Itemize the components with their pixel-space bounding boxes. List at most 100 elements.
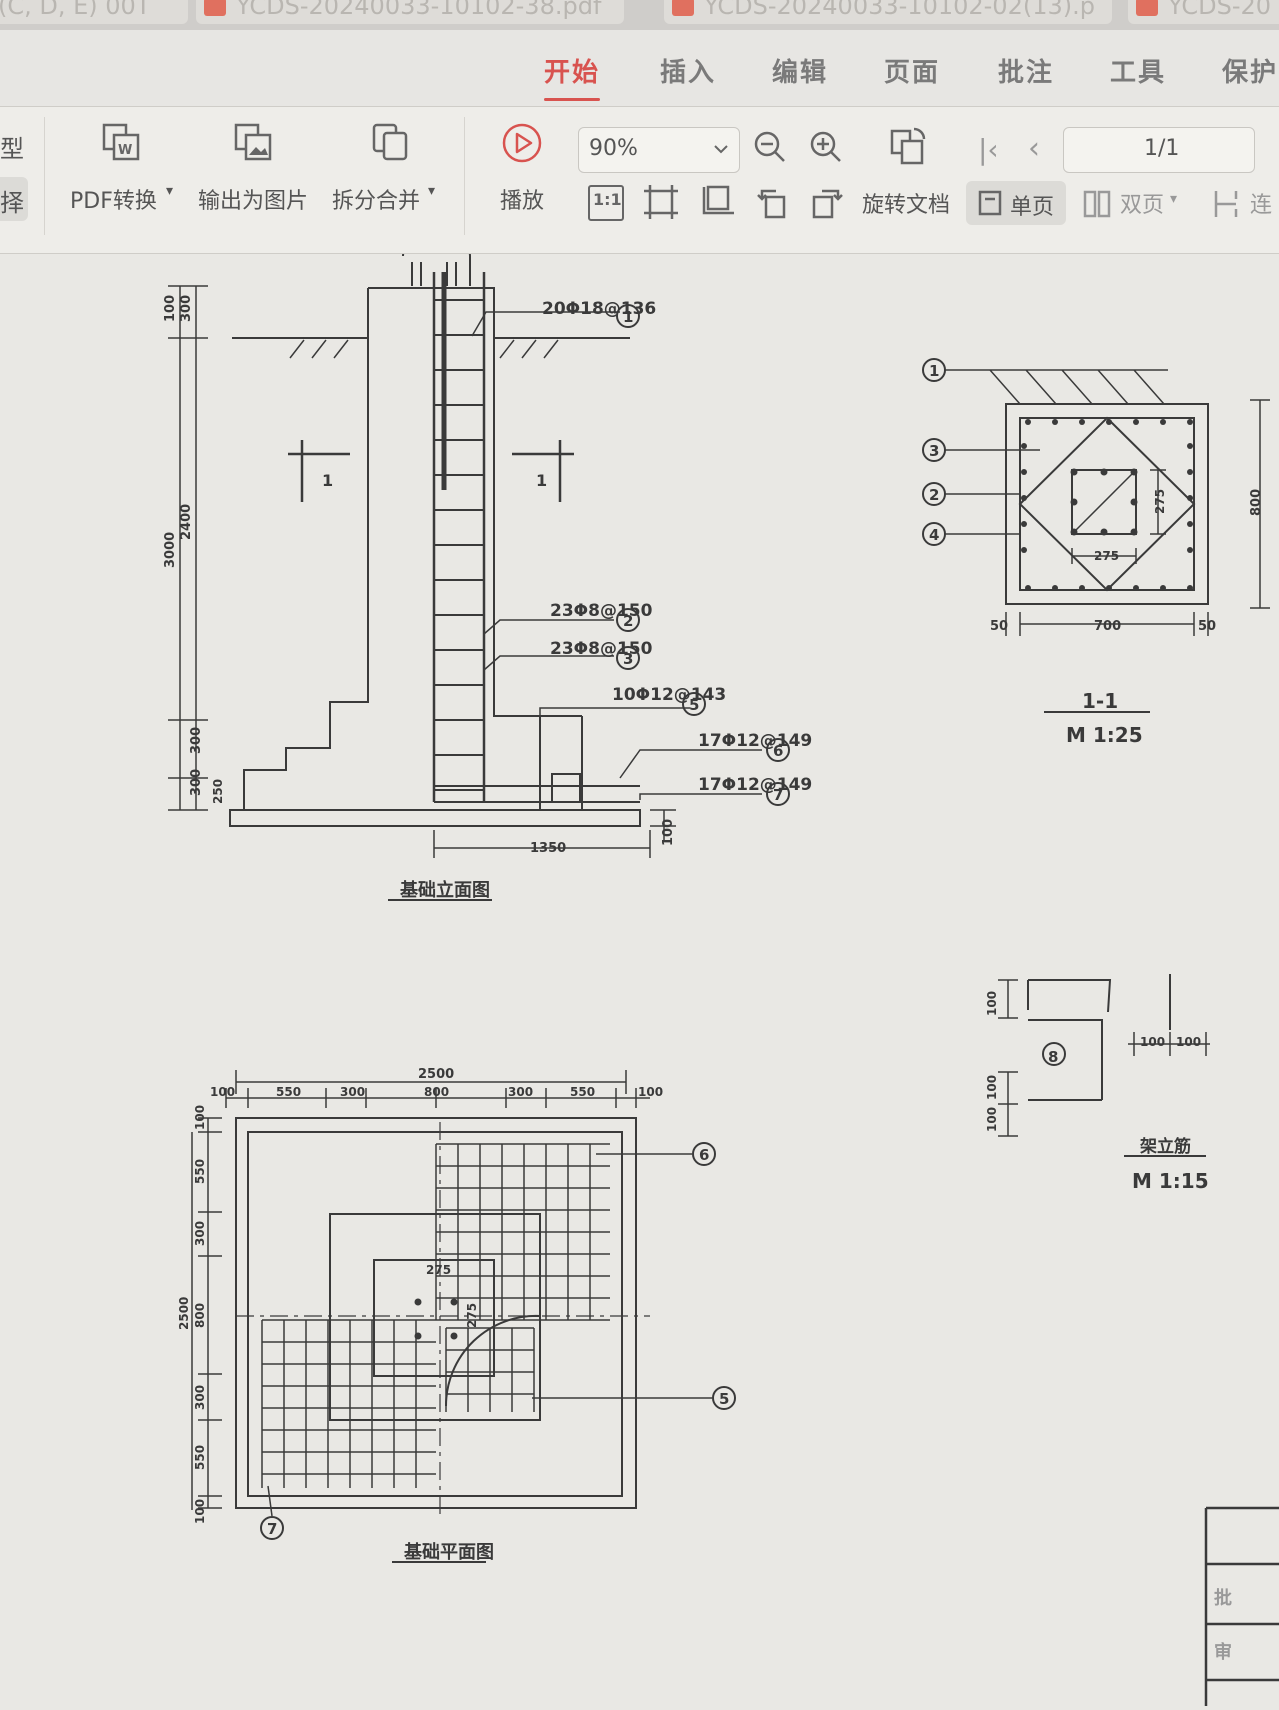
previous-page-icon[interactable]: ‹ [1028,131,1040,166]
dimension-text: 300 [340,1085,365,1099]
ribbon-toolbar: 型 择 W PDF转换 ▾ 输出为图片 拆分合并 ▾ [0,107,1279,254]
callout-number: 5 [719,1390,729,1408]
menu-edit[interactable]: 编辑 [772,58,829,88]
pdf-file-icon [1136,0,1158,16]
zoom-in-icon[interactable] [808,129,844,165]
toolbar-partial-button[interactable]: 择 [0,177,28,221]
callout-number: 2 [929,486,939,504]
stirrup-drawing [998,974,1210,1157]
stirrup-scale: M 1:15 [1132,1169,1209,1193]
rebar-label: 17Φ12@149 [698,775,812,795]
pdf-to-word-icon: W [102,123,140,161]
play-icon [502,123,542,163]
first-page-icon[interactable]: |‹ [978,133,999,166]
fit-width-icon[interactable] [698,183,736,221]
document-canvas[interactable]: 20Φ18@136 23Φ8@150 23Φ8@150 10Φ12@143 17… [0,247,1279,1706]
dimension-text: 275 [426,1263,451,1277]
zoom-select[interactable]: 90% [578,127,740,173]
dimension-text: 50 [1198,619,1216,634]
dimension-text: 2400 [179,504,194,540]
split-merge-label: 拆分合并 [332,189,421,214]
ribbon-menu-bar: 开始 插入 编辑 页面 批注 工具 保护 [0,30,1279,107]
callout-number: 6 [773,742,783,760]
dimension-text: 275 [465,1303,479,1328]
page-number-input[interactable]: 1/1 [1063,127,1255,173]
menu-page[interactable]: 页面 [884,58,941,88]
dimension-text: 1350 [530,841,566,856]
menu-home[interactable]: 开始 [544,52,601,101]
callout-number: 6 [699,1146,709,1164]
toolbar-separator [44,117,45,235]
dimension-text: 100 [193,1499,207,1524]
pdf-convert-label: PDF转换 [70,189,157,214]
fit-page-icon[interactable] [642,183,680,221]
callout-number: 7 [267,1520,277,1538]
actual-size-button[interactable]: 1:1 [588,185,624,221]
toolbar-partial-label-top[interactable]: 型 [0,135,24,163]
export-image-label: 输出为图片 [198,189,309,214]
section-scale: M 1:25 [1066,723,1143,747]
dimension-text: 550 [193,1159,207,1184]
foundation-drawing: 20Φ18@136 23Φ8@150 23Φ8@150 10Φ12@143 17… [163,247,1279,1706]
toolbar-partial-label-bottom: 择 [0,189,24,217]
rotate-right-icon[interactable] [808,183,846,221]
menu-protect[interactable]: 保护 [1222,58,1279,88]
continuous-page-label[interactable]: 连 [1250,193,1273,218]
dimension-text: 550 [276,1085,301,1099]
callout-number: 4 [929,526,939,544]
menu-insert[interactable]: 插入 [660,58,717,88]
dimension-text: 100 [985,991,999,1016]
rotate-document-icon [890,127,926,165]
dimension-text: 100 [1176,1035,1201,1049]
menu-annotate[interactable]: 批注 [998,58,1055,88]
pdf-convert-button[interactable]: W PDF转换 ▾ [62,117,178,235]
title-block-text: 审 [1214,1641,1232,1663]
play-label: 播放 [500,189,545,214]
rotate-left-icon[interactable] [754,183,792,221]
rotate-document-label[interactable]: 旋转文档 [862,193,951,218]
export-image-button[interactable]: 输出为图片 [196,117,316,235]
double-page-label[interactable]: 双页 [1120,193,1165,218]
file-tab[interactable]: YCDS-20240033-10102-38.pdf [196,0,624,24]
file-tab-label: YCDS-20240033-10102-02(13).p [704,0,1095,20]
file-tab-label: YCDS-20 [1168,0,1272,20]
stirrup-title: 架立筋 [1140,1136,1191,1157]
dimension-text: 100 [210,1085,235,1099]
callout-number: 3 [929,442,939,460]
section-mark: 1 [322,471,333,490]
dimension-text: 700 [1094,619,1121,634]
dimension-text: 275 [1153,489,1167,514]
dimension-text: 275 [1094,549,1119,563]
pdf-file-icon [204,0,226,16]
callout-number: 8 [1048,1048,1058,1066]
chevron-down-icon [714,145,728,154]
dimension-text: 300 [193,1221,207,1246]
callout-number: 2 [623,612,633,630]
single-page-button[interactable]: 单页 [966,181,1066,225]
dimension-text: 2500 [418,1067,454,1082]
dimension-text: 800 [193,1303,207,1328]
chevron-down-icon: ▾ [166,183,174,199]
file-tab[interactable]: YCDS-20 [1128,0,1279,24]
file-tab[interactable]: YCDS-20240033-10102-02(13).p [664,0,1112,24]
dimension-text: 300 [193,1385,207,1410]
file-tab-label: (C, D, E) 00T [0,0,151,20]
dimension-text: 550 [570,1085,595,1099]
menu-tools[interactable]: 工具 [1110,58,1167,88]
dimension-text: 100 [661,819,676,846]
dimension-text: 550 [193,1445,207,1470]
single-page-label: 单页 [1010,195,1055,220]
elevation-title: 基础立面图 [399,879,490,901]
double-page-icon [1083,190,1111,218]
file-tab[interactable]: (C, D, E) 00T [0,0,188,24]
page-number-value: 1/1 [1144,136,1180,161]
callout-number: 1 [623,308,633,326]
split-merge-button[interactable]: 拆分合并 ▾ [332,117,444,235]
split-merge-icon [372,123,408,161]
zoom-out-icon[interactable] [752,129,788,165]
play-button[interactable]: 播放 [490,117,556,235]
callout-number: 3 [623,650,633,668]
dimension-text: 100 [1140,1035,1165,1049]
chevron-down-icon: ▾ [428,183,436,199]
title-block-text: 批 [1214,1587,1232,1609]
